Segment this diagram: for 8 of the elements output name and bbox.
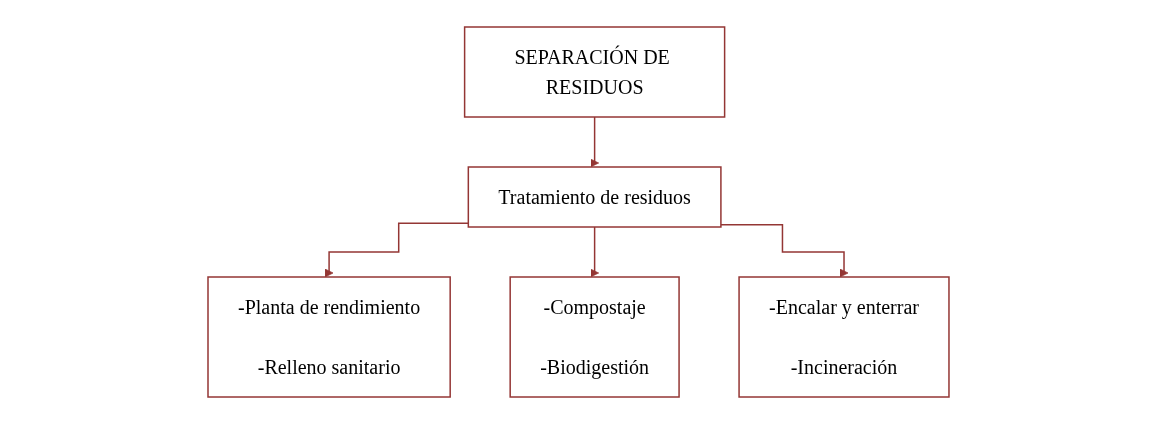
- arrow: [589, 226, 599, 278]
- arrow: [719, 224, 848, 278]
- node-box: -Encalar y enterrar -Incineración: [737, 276, 950, 398]
- node-box: Tratamiento de residuos: [467, 166, 722, 228]
- node-box: -Planta de rendimiento -Relleno sanitario: [206, 276, 451, 398]
- node-box: SEPARACIÓN DE RESIDUOS: [463, 26, 725, 118]
- arrow: [589, 116, 599, 168]
- node-box: -Compostaje -Biodigestión: [508, 276, 680, 398]
